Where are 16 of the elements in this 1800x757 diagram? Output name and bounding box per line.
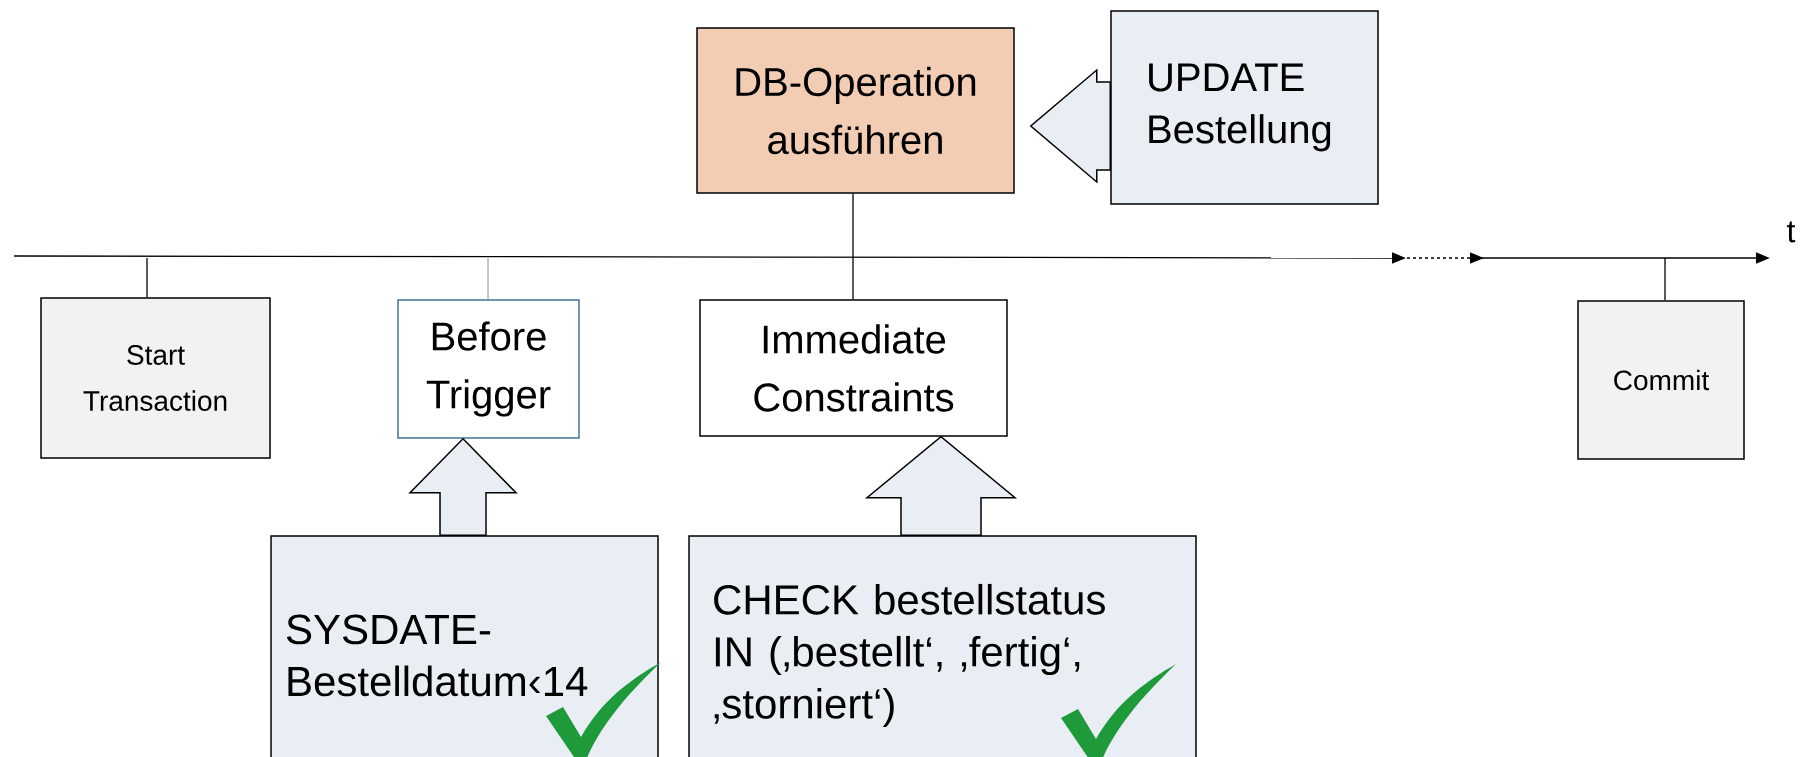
- connector-line: [487, 257, 489, 300]
- callout-box: SYSDATE- Bestelldatum‹14: [270, 535, 659, 757]
- operation-box: DB-Operation ausführen: [696, 27, 1015, 194]
- event-box: Commit: [1577, 300, 1745, 460]
- event-box: Start Transaction: [40, 297, 271, 459]
- block-arrow: [408, 437, 518, 536]
- axis-label: t: [1787, 221, 1796, 243]
- callout-box: CHECK bestellstatus IN (‚bestellt‘, ‚fertig‘, ‚storniert‘): [688, 535, 1197, 757]
- block-arrow: [864, 435, 1018, 536]
- callout-box: UPDATE Bestellung: [1110, 10, 1379, 205]
- block-arrow: [1029, 68, 1111, 184]
- connector-line: [146, 257, 148, 298]
- event-box: Before Trigger: [397, 299, 580, 439]
- connector-line: [1664, 257, 1666, 301]
- connector-line: [852, 193, 854, 300]
- event-box: Immediate Constraints: [699, 299, 1008, 437]
